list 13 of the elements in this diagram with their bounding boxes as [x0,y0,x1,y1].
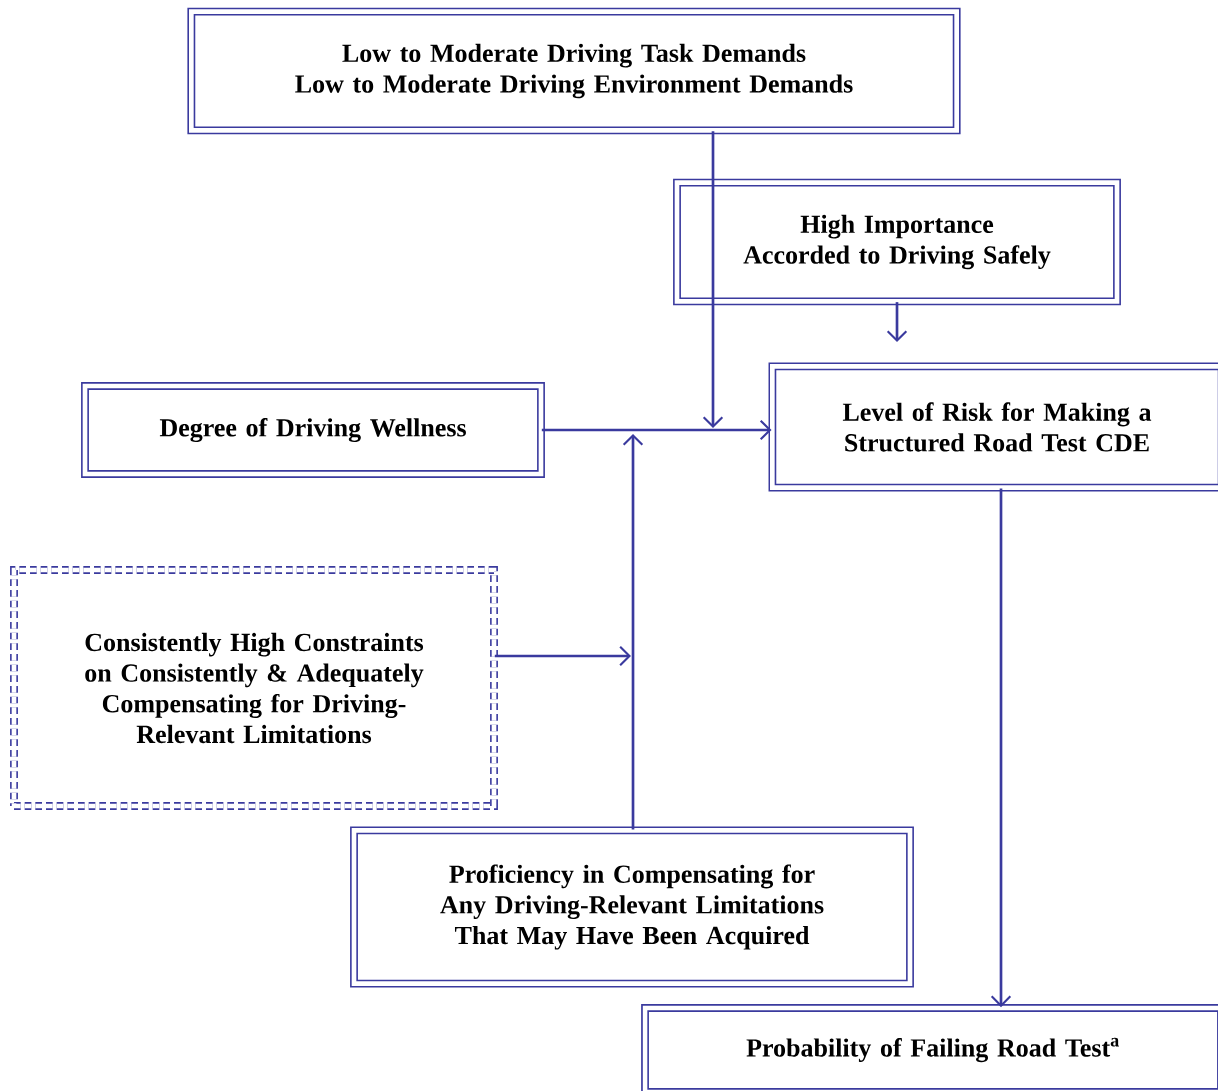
arrow [886,302,908,342]
process-box: Level of Risk for Making a Structured Road Test CDE [768,362,1218,492]
process-box: Proficiency in Compensating for Any Driving-Relevant Limitations That May Have Been Acquired [350,826,914,988]
process-box: Probability of Failing Road Test$^{a}$ [641,1004,1218,1091]
process-box: Degree of Driving Wellness [81,382,545,478]
arrow [702,131,724,428]
arrow [990,488,1012,1008]
arrow [494,645,631,667]
process-box: High Importance Accorded to Driving Safely [673,178,1121,306]
arrow [541,419,772,441]
arrow [622,434,644,830]
process-box: Low to Moderate Driving Task Demands Low to Moderate Driving Environment Demands [187,7,961,135]
process-box: Consistently High Constraints on Consistently & Adequately Compensating for Driving-Relevant Limitations [10,566,498,810]
